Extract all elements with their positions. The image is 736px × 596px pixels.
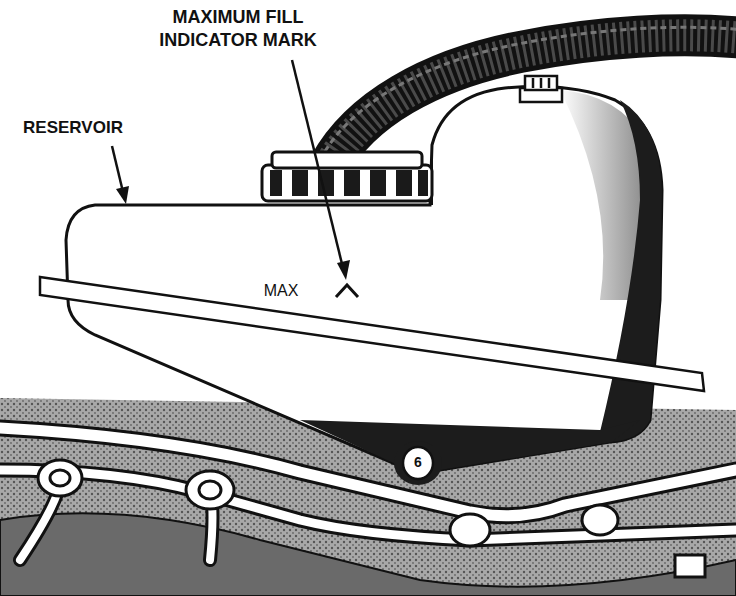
leader-line <box>292 60 343 268</box>
tube-fitting <box>582 505 618 535</box>
engine-background <box>0 398 736 596</box>
filler-cap <box>262 152 432 201</box>
bolt-head <box>403 447 433 479</box>
max-chevron <box>336 285 358 297</box>
brake-tube <box>0 470 736 540</box>
callout-label: MAXIMUM FILL INDICATOR MARK <box>138 6 338 52</box>
bolt-number: 6 <box>408 454 428 471</box>
reservoir-band <box>40 277 704 391</box>
leader-line <box>112 146 123 192</box>
leader-arrowhead <box>337 260 350 280</box>
cap-rib <box>344 170 360 196</box>
tube-fitting <box>50 470 70 486</box>
cap-rib <box>396 170 412 196</box>
bolt-surround <box>394 441 442 485</box>
filler-cap-top <box>272 152 422 168</box>
cap-rib <box>418 170 428 196</box>
tube-fitting <box>199 481 221 499</box>
dome-cap-top <box>525 76 557 90</box>
part-label: RESERVOIR <box>8 117 138 138</box>
leader-arrowhead <box>116 186 129 204</box>
brake-tube <box>0 470 736 540</box>
mark-label: MAX <box>251 281 311 300</box>
tube-fitting <box>675 555 705 577</box>
cap-rib <box>292 170 308 196</box>
reservoir-body <box>66 87 662 472</box>
tube-fitting <box>186 471 234 509</box>
tube-fittings <box>38 460 705 577</box>
reservoir-shadow <box>600 100 662 442</box>
leader-lines <box>112 60 350 280</box>
dome-cap-ribs <box>533 78 549 88</box>
tube-fitting <box>38 460 82 496</box>
cap-rib <box>270 170 282 196</box>
filler-cap-ribs <box>270 170 428 196</box>
tube-fitting <box>450 514 490 546</box>
dome-cap <box>520 76 562 102</box>
cap-rib <box>370 170 386 196</box>
filler-cap-skirt <box>262 165 432 201</box>
reservoir-lower-shadow <box>300 420 640 471</box>
